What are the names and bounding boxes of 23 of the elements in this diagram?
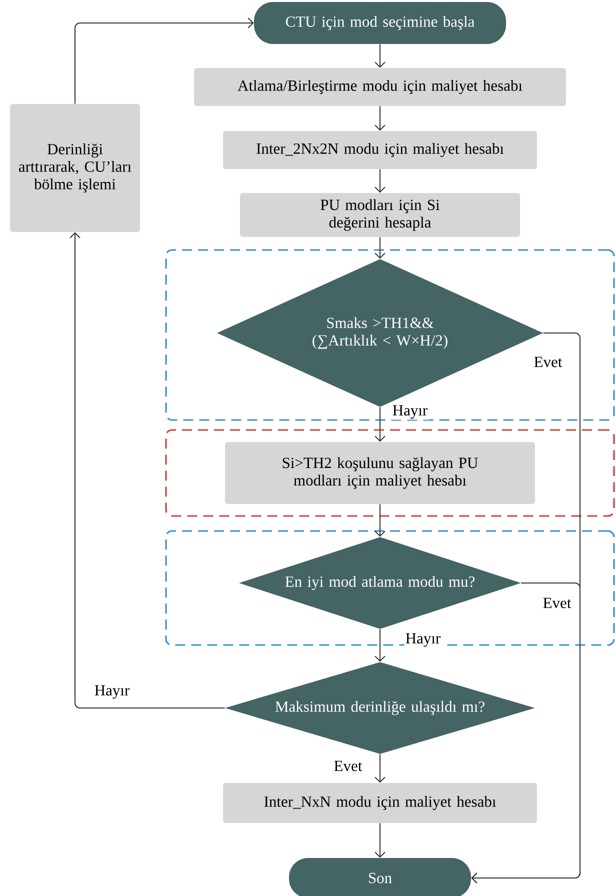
arrow [374,504,386,537]
arrow [74,18,254,104]
edge-label: Hayır [93,684,131,700]
process-box: Atlama/Birleştirme modu için maliyet hesabı [194,68,566,106]
edge-label: Hayır [391,404,429,420]
arrow [374,168,386,193]
arrow [374,406,386,442]
process-box: Inter_2Nx2N modu için maliyet hesabı [223,131,537,169]
arrow [374,236,386,259]
edge-label: Evet [542,596,572,610]
process-box: PU modları için Si değerini hesapla [240,193,520,237]
edge-label: Evet [332,760,364,772]
arrow [374,822,386,858]
edge-label: Hayır [404,632,442,648]
arrow [374,44,386,68]
process-box: Inter_NxN modu için maliyet hesabı [223,783,537,823]
process-box: Si>TH2 koşulunu sağlayan PU modları için maliyet hesabı [225,442,535,504]
process-box: Derinliği arttırarak, CU’ları bölme işlemi [10,104,140,232]
arrow [471,582,580,884]
arrow [70,232,226,708]
arrow [374,754,386,783]
arrow [374,628,386,662]
arrow [374,106,386,131]
